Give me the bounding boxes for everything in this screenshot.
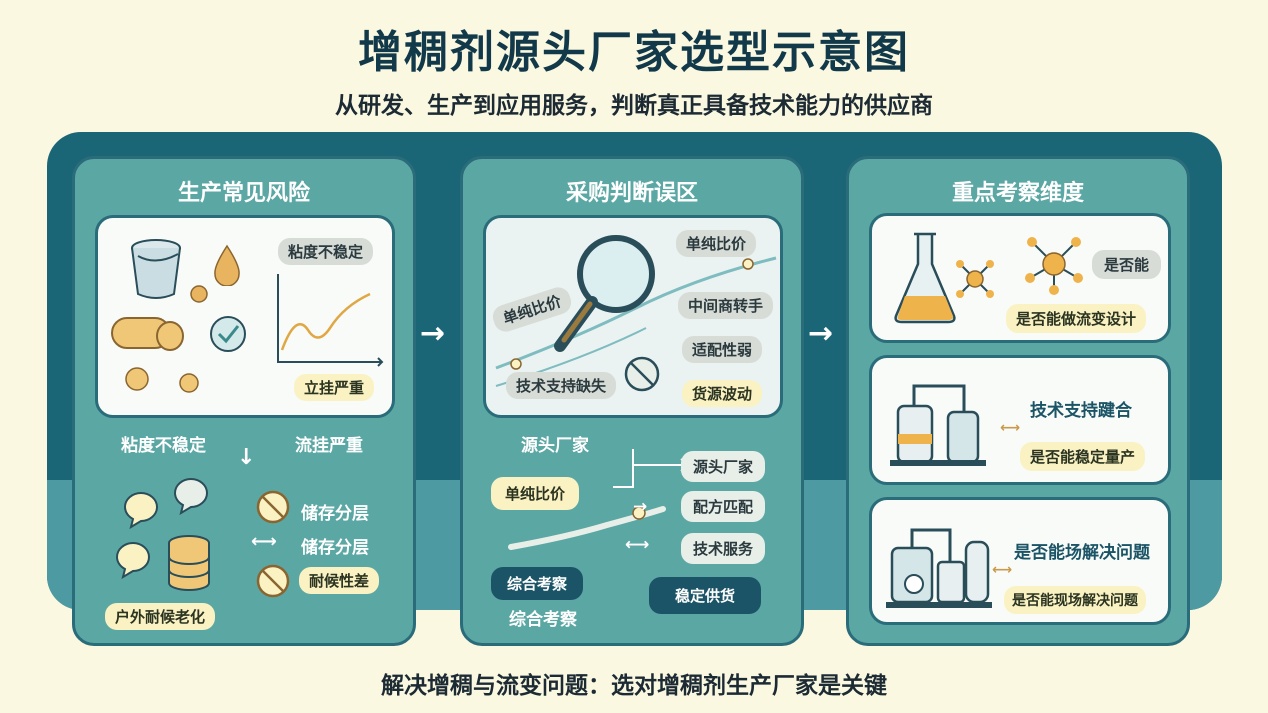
pill-source-factory: 源头厂家 [681, 451, 766, 482]
no-sign-icon [624, 356, 660, 392]
pill-middleman: 中间商转手 [678, 292, 774, 319]
pill-price-only: 单纯比价 [491, 477, 580, 510]
chat-bubble-icon [173, 478, 208, 515]
arrow-right-icon: → [633, 497, 648, 517]
pill-sag-severe: 立挂严重 [294, 374, 375, 401]
molecule-icon [1025, 237, 1083, 295]
label-storage-separation-2: 储存分层 [301, 538, 369, 558]
procurement-illustration-card: 单纯比价 单纯比价 中间商转手 适配性弱 技术支持缺失 货源波动 [483, 215, 783, 418]
pill-poor-weathering: 耐候性差 [299, 567, 380, 594]
column-title: 生产常见风险 [177, 181, 310, 206]
double-arrow-icon: ⟷ [625, 535, 650, 555]
arrow-right-icon: → [808, 316, 834, 351]
pill-rheology-design: 是否能做流变设计 [1006, 304, 1147, 333]
column-procurement-misconceptions: 采购判断误区 单纯比价 单纯比价 中间商转手 适配性弱 技术支持缺失 货源波动 … [460, 156, 804, 646]
no-sign-icon [256, 564, 290, 598]
storage-stack-icon [168, 535, 210, 591]
risk-illustration-card: 粘度不稳定 立挂严重 [95, 215, 395, 418]
pill-can-do: 是否能 [1092, 250, 1162, 279]
onsite-solution-card: 是否能场解决问题 ⟷ 是否能现场解决问题 [869, 497, 1171, 625]
molecule-icon [956, 260, 994, 298]
pill-price-only-top: 单纯比价 [676, 230, 757, 257]
pill-stable-mass-production: 是否能稳定量产 [1020, 442, 1146, 471]
no-sign-icon [256, 490, 290, 524]
label-viscosity-unstable: 粘度不稳定 [121, 436, 206, 456]
label-comprehensive-review: 综合考察 [509, 610, 577, 630]
column-title: 重点考察维度 [951, 181, 1084, 206]
double-arrow-icon: ⟷ [1000, 420, 1021, 436]
column-production-risks: 生产常见风险 [72, 156, 416, 646]
pill-comprehensive-review: 综合考察 [491, 567, 584, 600]
label-sag-severe: 流挂严重 [295, 436, 363, 456]
pill-tech-service: 技术服务 [681, 533, 766, 564]
bucket-icon [131, 239, 181, 299]
label-onsite-solution: 是否能场解决问题 [1014, 543, 1150, 563]
pill-weak-fit: 适配性弱 [682, 336, 763, 363]
page-subtitle: 从研发、生产到应用服务，判断真正具备技术能力的供应商 [335, 93, 933, 119]
column-key-dimensions: 重点考察维度 是否能 是否能做流变设计 技术支持踺 [846, 156, 1190, 646]
pill-outdoor-aging: 户外耐候老化 [105, 603, 216, 630]
pill-viscosity-unstable: 粘度不稳定 [278, 238, 374, 265]
arrow-down-icon: ↓ [237, 445, 256, 470]
chat-bubble-icon [123, 492, 158, 529]
check-badge-icon [210, 316, 246, 352]
pill-no-tech-support: 技术支持缺失 [506, 372, 617, 399]
chat-bubble-icon [115, 542, 150, 579]
stable-production-card: 技术支持踺合 ⟷ 是否能稳定量产 [869, 355, 1171, 485]
line-chart-icon [277, 274, 384, 367]
arrow-right-icon: → [420, 316, 446, 351]
droplet-icon [214, 244, 240, 286]
pill-supply-fluctuation: 货源波动 [682, 380, 763, 407]
label-storage-separation: 储存分层 [301, 504, 369, 524]
small-droplet-icon [190, 285, 208, 303]
capsule-icon [111, 317, 184, 351]
machine-icon [886, 528, 992, 608]
flow-lines [495, 256, 777, 387]
factory-tanks-icon [890, 384, 986, 466]
magnifier-icon [554, 235, 655, 352]
pill-formula-match: 配方匹配 [681, 491, 766, 522]
bead-icon [179, 373, 199, 393]
label-tech-support: 技术支持踺合 [1030, 401, 1132, 421]
double-arrow-icon: ⟷ [251, 531, 277, 552]
pill-onsite-problem-solving: 是否能现场解决问题 [1004, 586, 1146, 614]
bead-icon [125, 367, 149, 391]
column-title: 采购判断误区 [565, 181, 698, 206]
double-arrow-icon: ⟷ [992, 562, 1013, 578]
pill-stable-supply: 稳定供货 [649, 577, 762, 614]
flask-icon [894, 232, 956, 324]
curve-line [508, 506, 666, 550]
label-source-factory: 源头厂家 [521, 436, 589, 456]
rheology-design-card: 是否能 是否能做流变设计 [869, 213, 1171, 343]
footer-caption: 解决增稠与流变问题：选对增稠剂生产厂家是关键 [381, 673, 887, 699]
page-title: 增稠剂源头厂家选型示意图 [358, 27, 910, 78]
